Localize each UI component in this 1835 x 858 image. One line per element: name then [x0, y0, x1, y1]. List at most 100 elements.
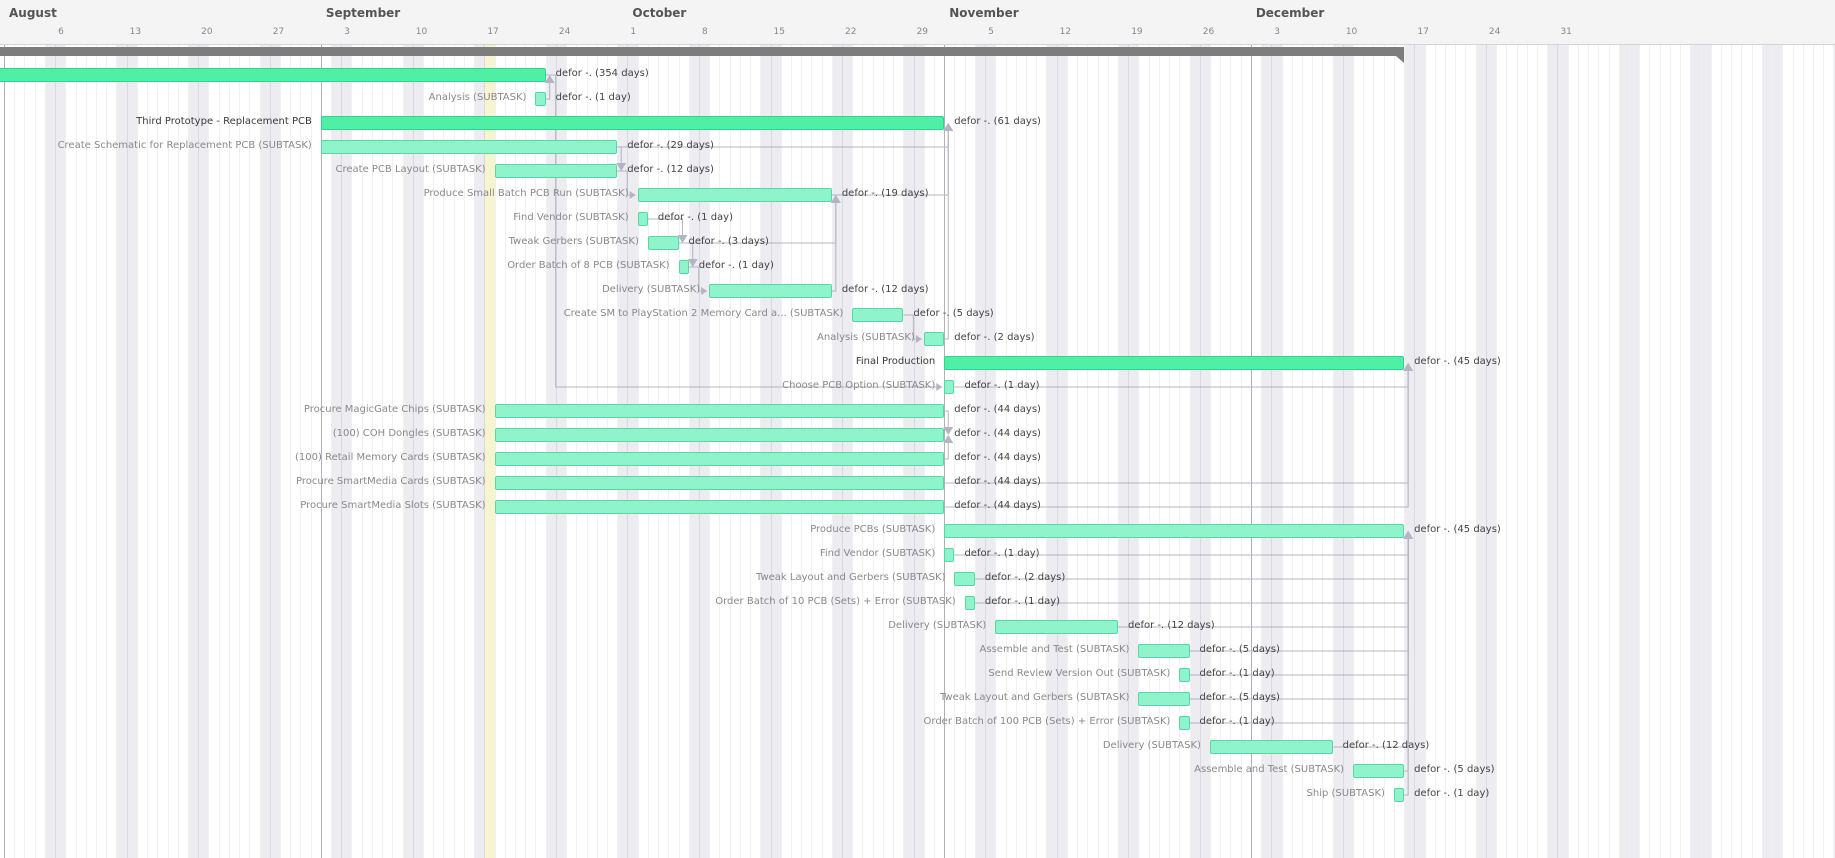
task-bar[interactable]: [1353, 764, 1405, 778]
day-gridline: [259, 44, 261, 858]
day-gridline: [821, 44, 823, 858]
task-bar[interactable]: [1179, 716, 1190, 730]
month-label: September: [325, 6, 401, 20]
task-name-label: Create Schematic for Replacement PCB (SU…: [57, 140, 312, 151]
task-bar[interactable]: [637, 212, 648, 226]
task-bar[interactable]: [494, 476, 945, 490]
day-gridline: [1036, 44, 1038, 858]
task-bar[interactable]: [944, 524, 1405, 538]
day-gridline: [1158, 44, 1160, 858]
week-divider: [1271, 26, 1273, 858]
weekend-shade: [1189, 44, 1201, 858]
day-gridline: [44, 44, 46, 858]
week-label: 10: [415, 27, 428, 37]
day-gridline: [228, 44, 230, 858]
task-name-label: Order Batch of 100 PCB (Sets) + Error (S…: [923, 716, 1171, 727]
weekend-shade: [1117, 44, 1129, 858]
task-bar[interactable]: [494, 428, 945, 442]
day-gridline: [934, 44, 936, 858]
day-gridline: [1639, 44, 1641, 858]
task-bar[interactable]: [494, 164, 618, 178]
weekend-shade: [1271, 44, 1283, 858]
day-gridline: [688, 44, 690, 858]
task-name-label: Create PCB Layout (SUBTASK): [335, 164, 486, 175]
task-bar[interactable]: [954, 572, 975, 586]
day-gridline: [1445, 44, 1447, 858]
task-bar[interactable]: [535, 92, 546, 106]
weekend-shade: [1261, 44, 1273, 858]
day-gridline: [1322, 44, 1324, 858]
day-gridline: [545, 44, 547, 858]
weekend-shade: [985, 44, 997, 858]
dependency-line: [1404, 539, 1409, 796]
day-gridline: [1005, 44, 1007, 858]
week-label: 24: [1488, 27, 1501, 37]
task-duration-label: defor -. (45 days): [1414, 356, 1501, 367]
week-label: 17: [487, 27, 499, 37]
project-summary-bar[interactable]: [0, 47, 1405, 56]
weekend-shade: [974, 44, 986, 858]
day-gridline: [361, 44, 363, 858]
task-bar[interactable]: [647, 236, 679, 250]
day-gridline: [187, 44, 189, 858]
day-gridline: [85, 44, 87, 858]
day-gridline: [596, 44, 598, 858]
week-label: 31: [1560, 27, 1572, 37]
task-bar[interactable]: [852, 308, 904, 322]
task-bar[interactable]: [678, 260, 689, 274]
dependency-arrow: [616, 163, 627, 171]
day-gridline: [1169, 44, 1171, 858]
day-gridline: [1567, 44, 1569, 858]
task-bar[interactable]: [1393, 788, 1405, 802]
task-bar[interactable]: [1138, 644, 1190, 658]
task-bar[interactable]: [494, 500, 945, 514]
task-bar[interactable]: [944, 548, 955, 562]
dependency-arrow: [677, 235, 688, 243]
task-bar[interactable]: [944, 380, 955, 394]
task-duration-label: defor -. (44 days): [954, 476, 1041, 487]
day-gridline: [1455, 44, 1457, 858]
task-bar[interactable]: [637, 188, 832, 202]
day-gridline: [1618, 44, 1620, 858]
day-gridline: [780, 44, 782, 858]
day-gridline: [443, 44, 445, 858]
dependency-arrow: [544, 75, 555, 83]
task-bar[interactable]: [1138, 692, 1190, 706]
task-bar[interactable]: [320, 116, 945, 130]
weekend-shade: [913, 44, 925, 858]
week-label: 10: [1345, 27, 1358, 37]
task-bar[interactable]: [964, 596, 975, 610]
task-bar[interactable]: [494, 404, 945, 418]
task-bar[interactable]: [944, 356, 1405, 370]
task-bar[interactable]: [320, 140, 618, 154]
task-bar[interactable]: [494, 452, 945, 466]
day-gridline: [1588, 44, 1590, 858]
day-gridline: [208, 44, 210, 858]
day-gridline: [463, 44, 465, 858]
day-gridline: [750, 44, 752, 858]
task-duration-label: defor -. (1 day): [964, 380, 1040, 391]
task-bar[interactable]: [923, 332, 945, 346]
task-name-label: Tweak Layout and Gerbers (SUBTASK): [939, 692, 1130, 703]
day-gridline: [658, 44, 660, 858]
task-bar[interactable]: [1179, 668, 1190, 682]
week-divider: [412, 26, 414, 858]
day-gridline: [1526, 44, 1528, 858]
day-gridline: [576, 44, 578, 858]
month-label: November: [949, 6, 1019, 20]
week-label: 29: [916, 27, 929, 37]
task-bar[interactable]: [709, 284, 832, 298]
day-gridline: [1026, 44, 1027, 858]
task-name-label: Find Vendor (SUBTASK): [819, 548, 936, 559]
task-bar[interactable]: [0, 68, 546, 82]
week-label: 15: [773, 27, 785, 37]
day-gridline: [1209, 44, 1211, 858]
week-divider: [1485, 26, 1487, 858]
task-name-label: Choose PCB Option (SUBTASK): [782, 380, 936, 391]
task-bar[interactable]: [995, 620, 1118, 634]
day-gridline: [382, 44, 384, 858]
month-label: December: [1255, 6, 1325, 20]
dependency-line: [678, 203, 837, 244]
task-bar[interactable]: [1209, 740, 1333, 754]
